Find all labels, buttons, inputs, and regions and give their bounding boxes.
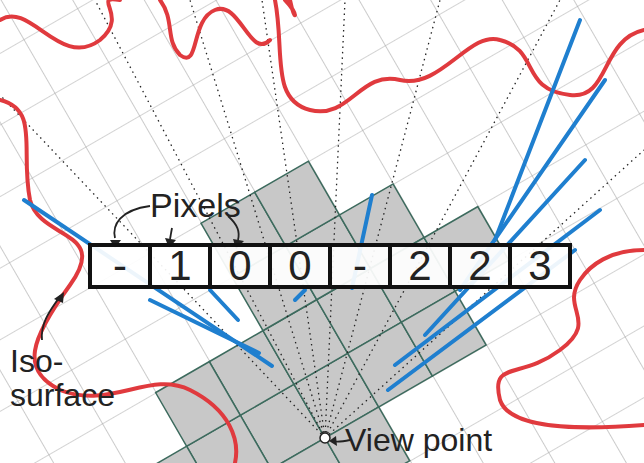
pixel-value: -	[113, 245, 127, 287]
cast-rays	[24, 20, 605, 390]
pixel-value: 3	[528, 245, 551, 287]
pixels-label: Pixels	[150, 186, 241, 224]
pixel-box: 3	[508, 243, 572, 289]
pixel-value: 2	[468, 245, 491, 287]
view-point	[320, 433, 330, 443]
pixel-box: -	[88, 243, 152, 289]
pixel-value: 0	[228, 245, 251, 287]
pixel-box: -	[328, 243, 392, 289]
pixel-box: 2	[448, 243, 512, 289]
pixel-box: 0	[268, 243, 332, 289]
pixel-box: 1	[148, 243, 212, 289]
label-holder: Iso- surface	[10, 345, 140, 412]
label-holder: Pixels	[150, 188, 241, 224]
view-point-label: View point	[345, 422, 492, 458]
pixel-value: 2	[408, 245, 431, 287]
shaded-cells	[40, 99, 571, 463]
iso-surface-label: Iso- surface	[10, 343, 115, 413]
pixel-value: -	[353, 245, 367, 287]
pixel-value: 1	[168, 245, 191, 287]
pixel-box: 0	[208, 243, 272, 289]
view-rays	[0, 0, 644, 438]
pixel-box: 2	[388, 243, 452, 289]
pixel-value: 0	[288, 245, 311, 287]
label-holder: View point	[345, 424, 492, 458]
